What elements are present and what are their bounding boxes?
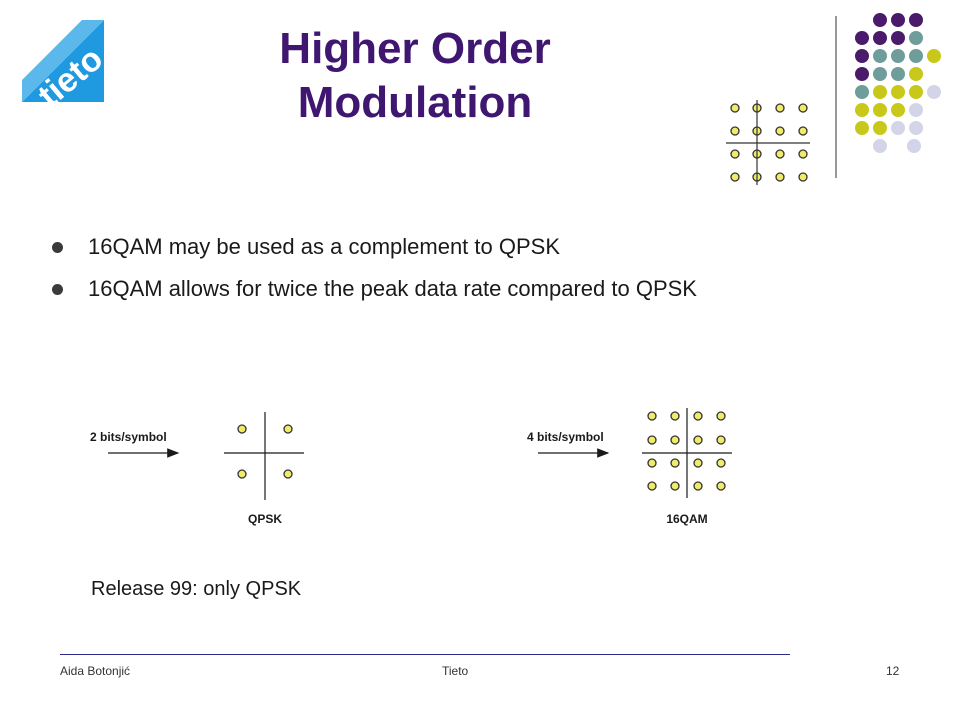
release-note: Release 99: only QPSK [91,578,302,600]
deco-grid-dot [909,49,923,63]
deco-point [775,103,785,113]
deco-point [798,103,808,113]
qam16-point [693,435,703,445]
deco-grid-dot [891,31,905,45]
deco-point [798,126,808,136]
deco-grid-dot [891,67,905,81]
deco-grid-dot [855,67,869,81]
qam16-point [647,458,657,468]
deco-grid-dot [909,67,923,81]
deco-grid-dot [891,85,905,99]
deco-point [798,149,808,159]
deco-color-grid [855,13,941,153]
deco-grid-dot [873,67,887,81]
qam16-point [670,481,680,491]
title-line-2: Modulation [297,78,533,127]
qam16-name-label: 16QAM [666,512,707,526]
qam16-constellation [647,411,726,491]
deco-grid-dot [909,13,923,27]
deco-grid-dot [873,139,887,153]
qam16-point [716,411,726,421]
deco-point [775,126,785,136]
tieto-logo: tieto [22,20,104,102]
deco-grid-dot [891,13,905,27]
qam16-point [670,411,680,421]
deco-grid-dot [855,121,869,135]
qpsk-point [237,424,247,434]
qam16-point [693,458,703,468]
deco-grid-dot [927,85,941,99]
qpsk-point [237,469,247,479]
deco-grid-dot [891,103,905,117]
bullet-text: 16QAM may be used as a complement to QPS… [88,234,561,259]
footer-divider [60,654,790,655]
deco-point [775,172,785,182]
qam16-point [647,411,657,421]
qpsk-constellation [237,424,293,479]
deco-point [775,149,785,159]
deco-grid-dot [855,103,869,117]
deco-grid-dot [927,49,941,63]
bullet-list: 16QAM may be used as a complement to QPS… [48,226,697,310]
modulation-diagram: 2 bits/symbol QPSK 4 bits/symbol 16QAM [90,408,732,526]
qam16-point [647,435,657,445]
bullet-dot-icon [52,284,63,295]
qam16-point [693,481,703,491]
bullet-item: 16QAM allows for twice the peak data rat… [48,268,697,310]
title-line-1: Higher Order [279,24,551,73]
qam16-point [716,435,726,445]
deco-grid-dot [873,103,887,117]
deco-point [730,149,740,159]
decorative-constellation [726,13,941,185]
deco-grid-dot [855,49,869,63]
deco-grid-dot [873,49,887,63]
deco-grid-dot [855,31,869,45]
deco-grid-dot [909,103,923,117]
deco-grid-dot [907,139,921,153]
deco-grid-dot [891,121,905,135]
deco-grid-dot [873,121,887,135]
footer-company: Tieto [442,664,469,678]
deco-grid-dot [873,13,887,27]
deco-point [730,126,740,136]
deco-point [798,172,808,182]
footer-author: Aida Botonjić [60,664,131,678]
qpsk-input-label: 2 bits/symbol [90,430,167,444]
qpsk-point [283,469,293,479]
deco-grid-dot [909,121,923,135]
qam16-input-label: 4 bits/symbol [527,430,604,444]
qpsk-name-label: QPSK [248,512,282,526]
qam16-point [716,458,726,468]
deco-small-constellation [726,100,810,185]
qam16-point [670,435,680,445]
bullet-dot-icon [52,242,63,253]
deco-grid-dot [909,85,923,99]
qpsk-point [283,424,293,434]
deco-grid-dot [891,49,905,63]
qam16-point [693,411,703,421]
deco-grid-dot [909,31,923,45]
footer-page-number: 12 [886,664,900,678]
qam16-point [670,458,680,468]
deco-grid-dot [855,85,869,99]
qam16-point [647,481,657,491]
deco-point [730,172,740,182]
deco-grid-dot [873,85,887,99]
bullet-item: 16QAM may be used as a complement to QPS… [48,226,697,268]
slide-title: Higher Order Modulation [200,22,630,130]
bullet-text: 16QAM allows for twice the peak data rat… [88,276,697,301]
deco-point [730,103,740,113]
qam16-point [716,481,726,491]
deco-grid-dot [873,31,887,45]
